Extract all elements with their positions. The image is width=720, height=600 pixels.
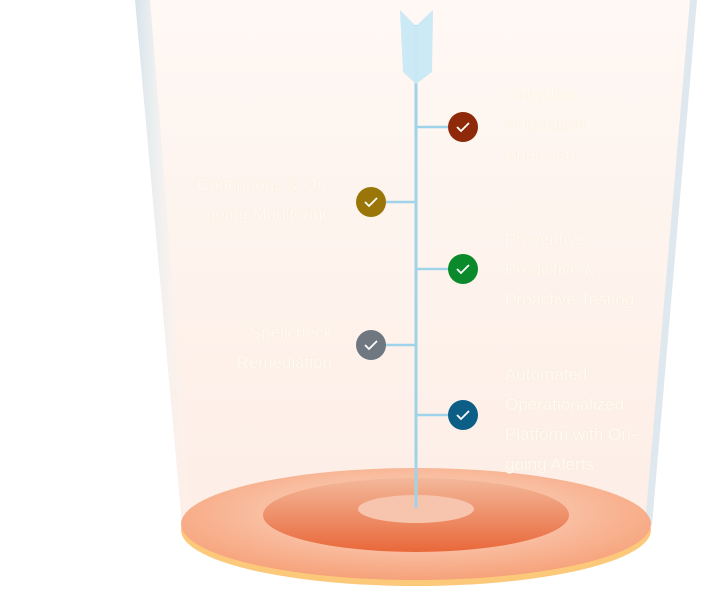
milestone-label: Automated Operationalized Platform with … <box>505 365 637 474</box>
milestone-label: Continuous & On-going Monitoring <box>196 175 332 224</box>
milestone-marker <box>448 254 478 284</box>
check-icon <box>456 410 470 421</box>
target-bullseye <box>358 495 474 523</box>
milestone-marker <box>448 112 478 142</box>
check-icon <box>364 197 378 208</box>
milestone-marker <box>356 330 386 360</box>
milestone-label: Preventive, Predictive & Proactive Testi… <box>505 230 635 309</box>
milestone-marker <box>356 187 386 217</box>
check-icon <box>364 340 378 351</box>
milestone-label: Spellcheck Remediation <box>236 323 332 372</box>
milestone-marker <box>448 400 478 430</box>
cup-right-edge <box>645 0 697 525</box>
check-icon <box>456 264 470 275</box>
milestone-label: Complete Population Analysed <box>505 85 586 164</box>
check-icon <box>456 122 470 133</box>
arrow-fletching-icon <box>400 10 433 84</box>
cup-left-edge <box>135 0 192 525</box>
